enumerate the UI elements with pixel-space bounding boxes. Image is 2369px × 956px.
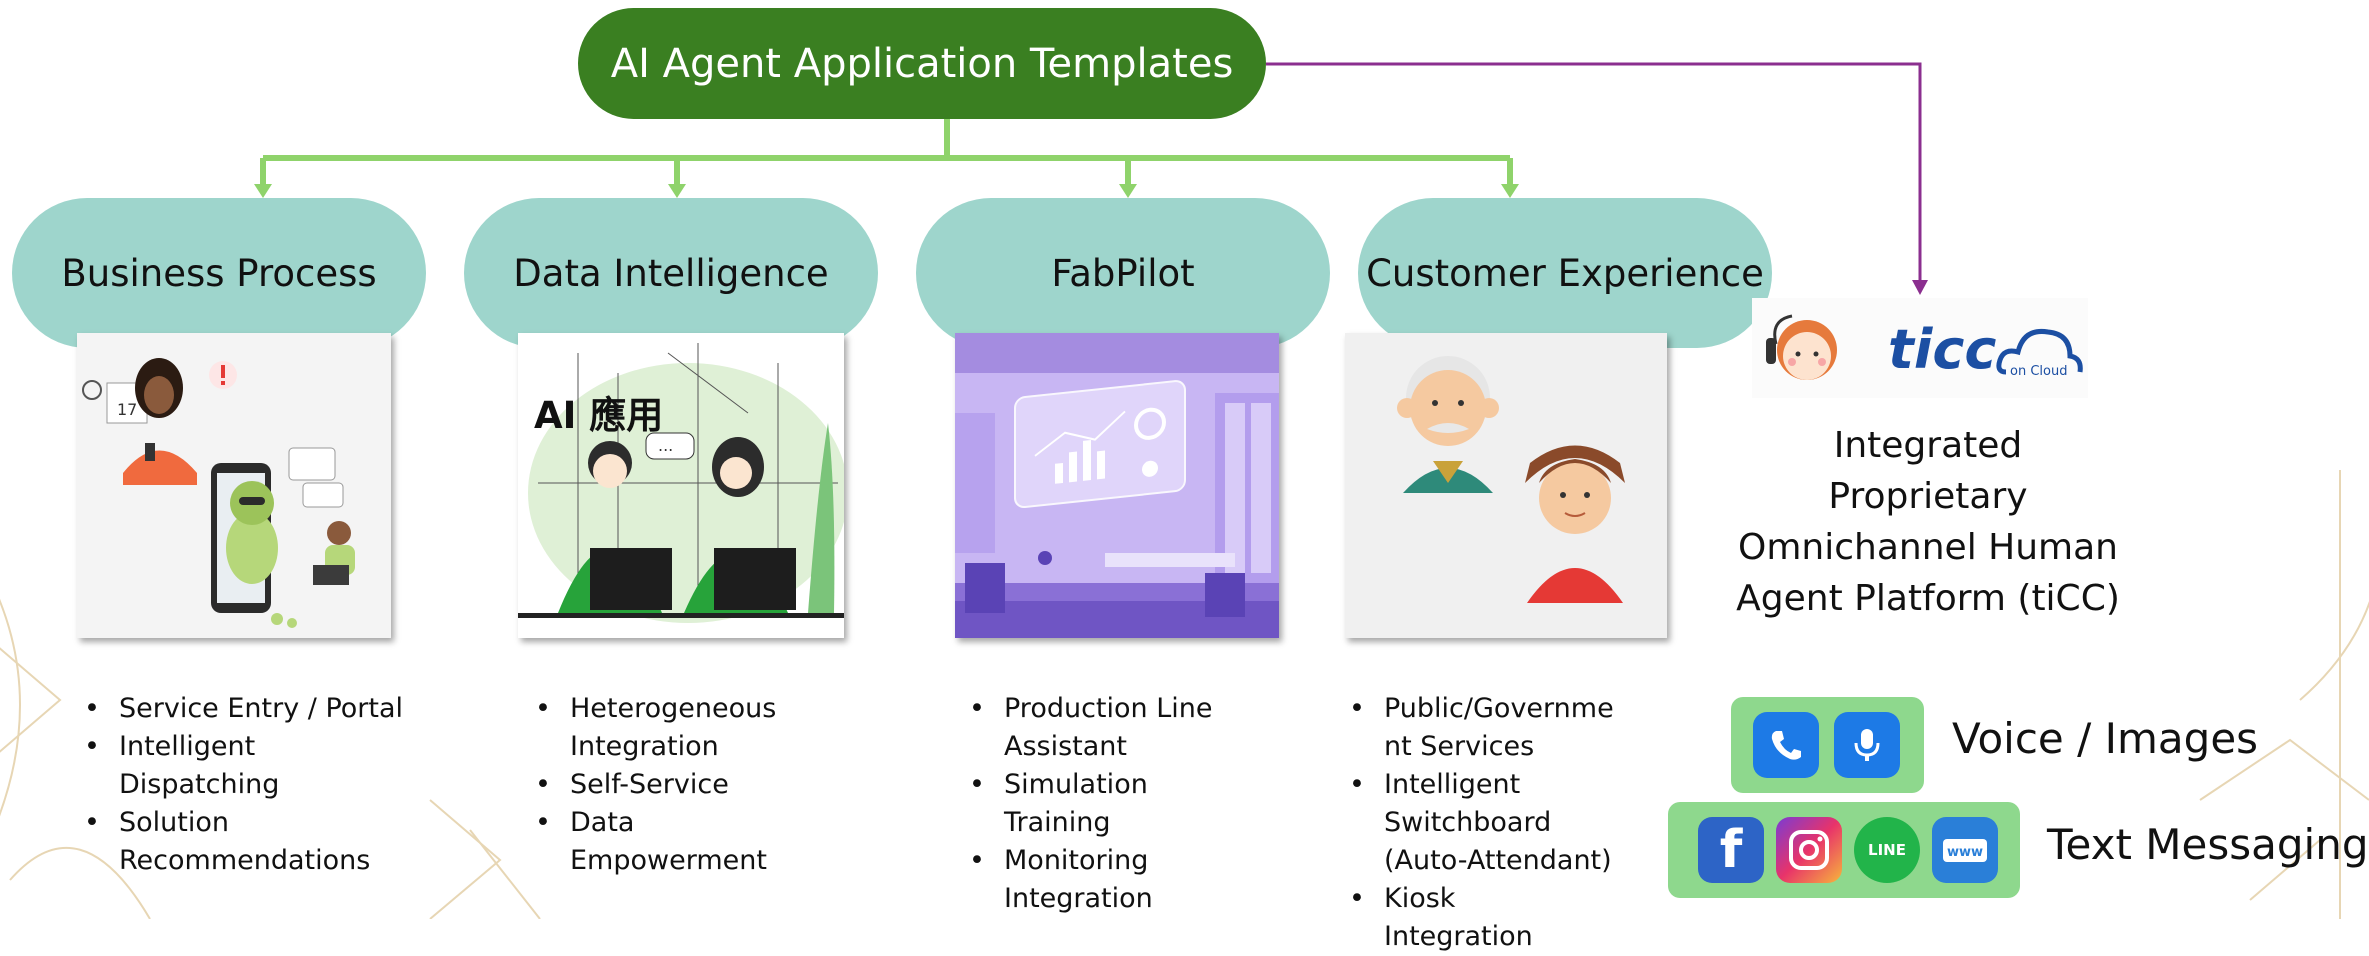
data-intelligence-illustration: ... AI 應用 [518, 333, 844, 638]
line-icon: LINE [1854, 817, 1920, 883]
category-business-process: Business Process [12, 198, 426, 348]
text-messaging-label: Text Messaging [2047, 820, 2369, 869]
bullet-item: Solution Recommendations [82, 804, 370, 880]
ticc-caption-line: Omnichannel Human [1738, 527, 2118, 568]
microphone-icon [1834, 712, 1900, 778]
bullet-item: Intelligent Dispatching [82, 728, 289, 804]
bullet-item: Public/Governme nt Services [1347, 690, 1614, 766]
bullet-item: Production Line Assistant [967, 690, 1224, 766]
bullet-item: Data Empowerment [533, 804, 770, 880]
fabpilot-illustration [955, 333, 1279, 638]
bullet-item: Intelligent Switchboard (Auto-Attendant) [1347, 766, 1614, 880]
fabpilot-bullets: Production Line Assistant Simulation Tra… [967, 690, 1217, 918]
ai-app-label: AI 應用 [534, 394, 664, 437]
web-icon: www [1932, 817, 1998, 883]
bullet-item: Self-Service [533, 766, 763, 804]
svg-text:...: ... [658, 436, 673, 455]
bullet-item: Simulation Training [967, 766, 1174, 842]
voice-images-label: Voice / Images [1952, 714, 2259, 763]
business-process-illustration: 17 [77, 333, 391, 638]
bullet-item: Monitoring Integration [967, 842, 1184, 918]
background-decoration [0, 470, 2369, 919]
ticc-description: Integrated Proprietary Omnichannel Human… [1708, 420, 2148, 624]
mascot-icon [1766, 314, 1837, 380]
customer-experience-bullets: Public/Governme nt Services Intelligent … [1347, 690, 1614, 956]
voice-channel-box [1731, 697, 1924, 793]
web-icon-text: www [1946, 844, 1984, 860]
category-fabpilot: FabPilot [916, 198, 1330, 348]
business-process-bullets: Service Entry / Portal Intelligent Dispa… [82, 690, 412, 880]
cloud-icon [1996, 328, 2083, 375]
instagram-icon [1776, 817, 1842, 883]
connector-lines [254, 62, 1928, 295]
category-data-intelligence: Data Intelligence [464, 198, 878, 348]
bullet-item: Heterogeneous Integration [533, 690, 776, 766]
ticc-logo: ticc on Cloud [1752, 298, 2088, 398]
category-customer-experience: Customer Experience [1358, 198, 1772, 348]
ticc-wordmark: ticc [1888, 318, 1997, 381]
bullet-item: Service Entry / Portal [82, 690, 412, 728]
line-icon-text: LINE [1868, 841, 1906, 859]
ticc-caption-line: Integrated [1833, 425, 2023, 466]
facebook-icon: f [1698, 817, 1764, 883]
ticc-caption-line: Proprietary [1828, 476, 2028, 517]
ticc-sub-label: on Cloud [2010, 364, 2068, 379]
bullet-item: Kiosk Integration [1347, 880, 1607, 956]
ticc-caption-line: Agent Platform (tiCC) [1736, 578, 2120, 619]
data-intelligence-bullets: Heterogeneous Integration Self-Service D… [533, 690, 776, 880]
phone-icon [1753, 712, 1819, 778]
main-title: AI Agent Application Templates [578, 8, 1266, 119]
customer-experience-illustration [1345, 333, 1667, 638]
svg-text:17: 17 [117, 400, 137, 419]
text-channel-box: f LINE www [1668, 802, 2020, 898]
